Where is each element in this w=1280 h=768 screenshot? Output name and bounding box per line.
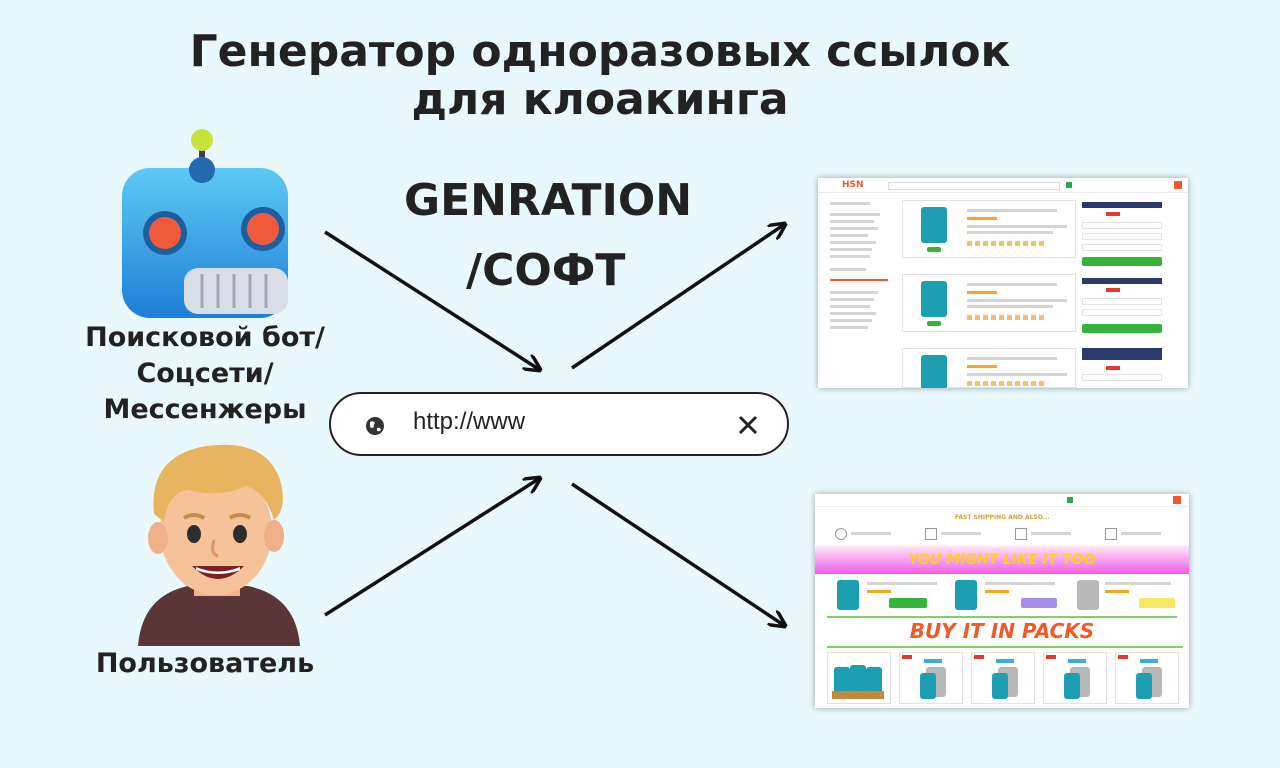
screenshot-logo: HSN [842,180,864,190]
title-line-2: для клоакинга [411,74,789,125]
screenshot-product-row [902,274,1076,332]
screenshot-packs-row [827,646,1183,706]
screenshot-header [818,178,1188,193]
screenshot-recommendations [827,578,1177,618]
screenshot-product-row [902,348,1076,388]
soft-label: /СОФТ [466,245,626,296]
title-line-1: Генератор одноразовых ссылок [189,26,1011,77]
robot-icon [122,129,288,318]
arrow-user-to-url [324,478,540,617]
screenshot-trust-badge [1066,182,1072,188]
bot-label-line-3: Мессенжеры [103,394,307,425]
arrow-bot-to-url [324,230,540,370]
screenshot-cart-icon [1173,496,1181,504]
screenshot-cart-icon [1174,181,1182,189]
user-label: Пользователь [95,648,315,679]
generation-label: GENRATION [404,175,693,226]
arrow-url-to-bottom-page [571,482,785,626]
screenshot-filter-sidebar [830,198,892,383]
screenshot-buy-panel [1082,202,1162,272]
close-icon[interactable] [737,414,759,436]
bot-label-line-1: Поисковой бот/ [85,322,325,353]
screenshot-product-row [902,200,1076,258]
screenshot-search [888,182,1060,190]
landing-page-screenshot-bottom: FAST SHIPPING AND ALSO... YOU MIGHT LIKE… [815,494,1189,708]
bot-label-line-2: Соцсети/ [136,358,274,389]
bot-label: Поисковой бот/ Соцсети/ Мессенжеры [50,320,360,428]
user-avatar-icon [138,444,300,646]
url-text[interactable]: http://www [413,408,526,435]
screenshot-trust-badge [1067,497,1073,503]
page-title: Генератор одноразовых ссылок для клоакин… [100,28,1100,124]
screenshot-header [815,494,1189,507]
url-bar[interactable]: http://www [329,392,789,456]
globe-icon [366,417,384,435]
screenshot-features-row [835,528,1175,542]
screenshot-shipping-banner: FAST SHIPPING AND ALSO... [955,514,1050,521]
screenshot-packs-banner: BUY IT IN PACKS [909,619,1095,643]
screenshot-buy-panel [1082,348,1162,388]
arrow-url-to-top-page [571,224,785,370]
landing-page-screenshot-top: HSN [818,178,1188,388]
screenshot-buy-panel [1082,278,1162,340]
screenshot-upsell-banner: YOU MIGHT LIKE IT TOO [815,546,1189,574]
